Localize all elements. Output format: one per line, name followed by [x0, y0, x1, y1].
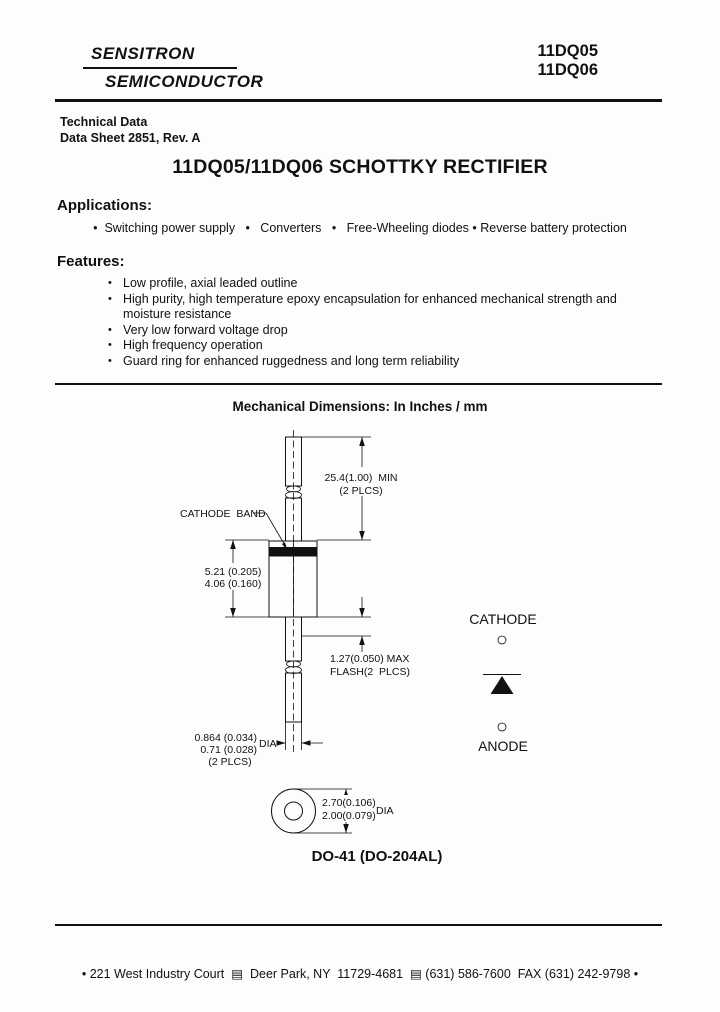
- part-number-1: 11DQ05: [537, 42, 598, 60]
- brand-subname: SEMICONDUCTOR: [105, 72, 264, 91]
- feature-item: Guard ring for enhanced ruggedness and l…: [106, 354, 630, 370]
- label-mask: [204, 563, 263, 590]
- arrowhead: [359, 608, 365, 617]
- arrowhead: [276, 740, 286, 746]
- lead-length-plcs-label: (2 PLCS): [339, 485, 382, 497]
- lead-end-view: [284, 801, 303, 821]
- label-mask: [321, 795, 373, 822]
- meta-line2: Data Sheet 2851, Rev. A: [60, 131, 201, 145]
- body-end-view: [271, 788, 316, 834]
- lead-crimp: [286, 660, 301, 668]
- lead-length-label: 25.4(1.00) MIN: [325, 472, 398, 484]
- header-rule: [55, 99, 662, 102]
- mechanical-drawing: CATHODE BAND 25.4(1.00) MIN (2 PLCS) 5.2…: [180, 430, 537, 865]
- feature-item: High frequency operation: [106, 338, 630, 354]
- footer-address-line: • 221 West Industry Court ▤ Deer Park, N…: [81, 967, 639, 981]
- applications-heading: Applications:: [57, 197, 153, 214]
- section-divider: [55, 383, 662, 385]
- cathode-label: CATHODE: [469, 611, 536, 627]
- footer: • 221 West Industry Court ▤ Deer Park, N…: [0, 929, 720, 1012]
- part-number-2: 11DQ06: [537, 61, 598, 79]
- arrowhead: [301, 740, 311, 746]
- arrowhead: [343, 824, 349, 833]
- lead-dia-label-b: 0.71 (0.028): [200, 744, 257, 756]
- cathode-band: [269, 547, 317, 557]
- part-numbers: 11DQ05 11DQ06: [537, 42, 598, 80]
- page-title: 11DQ05/11DQ06 SCHOTTKY RECTIFIER: [172, 156, 548, 178]
- cathode-terminal: [497, 635, 507, 645]
- arrowhead: [230, 540, 236, 549]
- leader-arrow: [282, 542, 288, 551]
- body-length-label-b: 4.06 (0.160): [205, 578, 262, 590]
- feature-item: High purity, high temperature epoxy enca…: [106, 292, 630, 323]
- package-name: DO-41 (DO-204AL): [312, 848, 443, 865]
- diode-symbol-triangle: [490, 676, 514, 694]
- footer-rule: [55, 924, 662, 926]
- feature-item: Low profile, axial leaded outline: [106, 276, 630, 292]
- anode-label: ANODE: [478, 738, 528, 754]
- body-dia-unit-label: DIA: [376, 805, 394, 817]
- cathode-band-label: CATHODE BAND: [180, 508, 266, 520]
- flash-label-b: FLASH(2 PLCS): [330, 666, 410, 678]
- flash-label-a: 1.27(0.050) MAX: [330, 653, 409, 665]
- body-dia-label-b: 2.00(0.079): [322, 810, 376, 822]
- body-dia-label-a: 2.70(0.106): [322, 797, 376, 809]
- arrowhead: [359, 531, 365, 540]
- feature-item: Very low forward voltage drop: [106, 323, 630, 339]
- arrowhead: [359, 437, 365, 446]
- body-length-label-a: 5.21 (0.205): [205, 566, 262, 578]
- lead-dia-label-a: 0.864 (0.034): [195, 732, 257, 744]
- arrowhead: [230, 608, 236, 617]
- lead-dia-plcs-label: (2 PLCS): [208, 756, 251, 768]
- lead-bottom-segment: [285, 672, 302, 723]
- lead-crimp: [286, 485, 301, 493]
- applications-line: • Switching power supply • Converters • …: [93, 221, 627, 235]
- arrowhead: [359, 636, 365, 645]
- document-meta: Technical Data Data Sheet 2851, Rev. A: [60, 114, 200, 146]
- brand-logo: SENSITRON SEMICONDUCTOR: [83, 44, 264, 92]
- meta-line1: Technical Data: [60, 115, 148, 129]
- features-list: Low profile, axial leaded outline High p…: [106, 276, 630, 369]
- anode-terminal: [497, 722, 507, 732]
- leader-line: [265, 512, 287, 548]
- brand-name: SENSITRON: [83, 44, 237, 69]
- lead-dia-unit-label: DIA: [259, 738, 277, 750]
- features-heading: Features:: [57, 253, 125, 270]
- label-mask: [324, 467, 400, 496]
- mechanical-heading: Mechanical Dimensions: In Inches / mm: [232, 399, 488, 414]
